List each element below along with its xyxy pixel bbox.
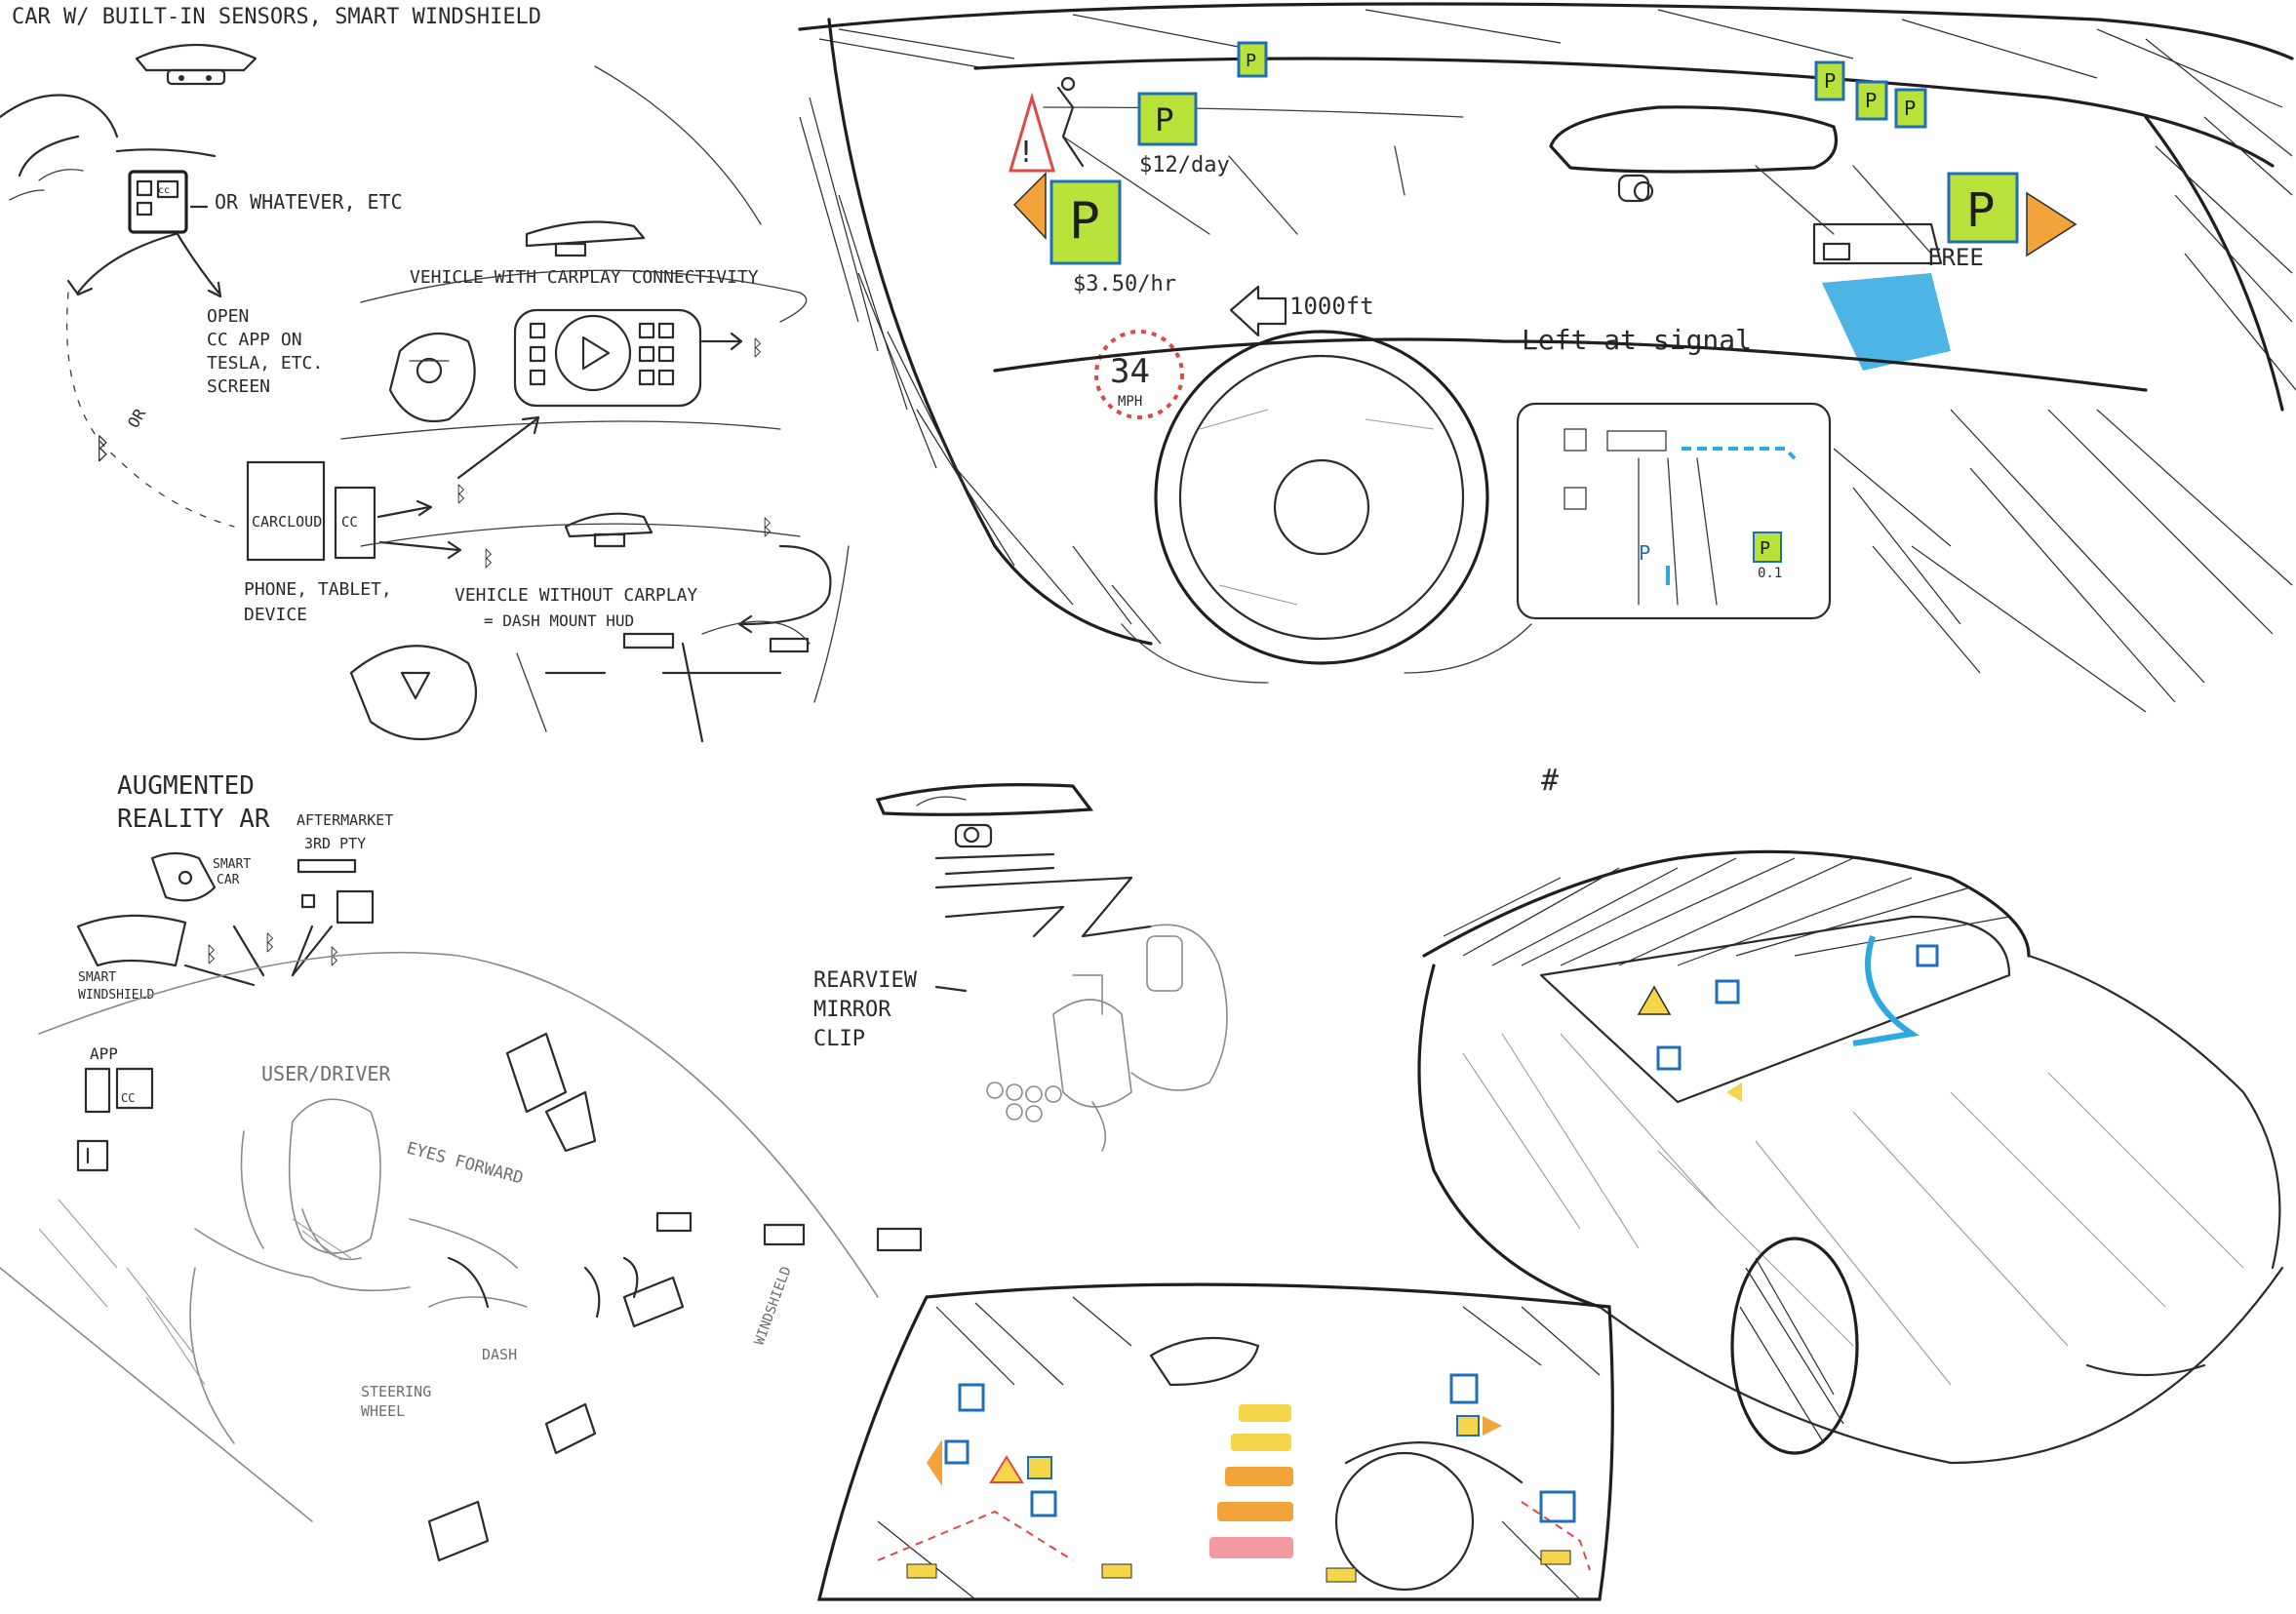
svg-text:SCREEN: SCREEN — [207, 376, 270, 397]
parking-sign-cluster: P P P — [1814, 60, 1927, 129]
svg-text:3RD PTY: 3RD PTY — [304, 835, 366, 852]
sensor-unit-sketch — [135, 43, 257, 86]
windshield-side-label: WINDSHIELD — [752, 1265, 795, 1348]
eyes-forward-label: EYES FORWARD — [405, 1139, 526, 1189]
open-app-note: OPEN CC APP ON TESLA, ETC. SCREEN — [207, 306, 323, 397]
turn-navigation: 1000ft Left at signal — [1229, 285, 1752, 356]
cc-box-label: CC — [341, 515, 358, 531]
svg-text:P: P — [1639, 541, 1650, 565]
hand-on-clip — [986, 924, 1228, 1152]
divider-arc-2 — [813, 545, 850, 703]
svg-text:ᛒ: ᛒ — [263, 931, 276, 956]
no-carplay-vehicle-sketch: ᛒ VEHICLE WITHOUT CARPLAY = DASH MOUNT H… — [349, 512, 832, 743]
warning-icon: ! — [1020, 136, 1032, 170]
ecosystem-diagram: CAR W/ BUILT-IN SENSORS, SMART WINDSHIEL… — [0, 5, 850, 743]
parking-rate-hour: $3.50/hr — [1073, 272, 1176, 296]
svg-text:P: P — [1760, 538, 1770, 559]
svg-text:CLIP: CLIP — [813, 1027, 865, 1051]
front-tire — [1730, 1237, 1859, 1455]
svg-text:ᛒ: ᛒ — [482, 547, 495, 571]
ar-windshield-sketch: ! P $12/day P P $3.50/hr P P P — [798, 2, 2296, 713]
dash-mount-label: = DASH MOUNT HUD — [484, 611, 634, 630]
carcloud-device-sketch: CARCLOUD CC PHONE, TABLET, DEVICE ᛒ — [244, 460, 495, 625]
or-label: OR — [124, 405, 149, 431]
carplay-vehicle-label: VEHICLE WITH CARPLAY CONNECTIVITY — [410, 267, 759, 288]
svg-text:P: P — [1824, 69, 1836, 93]
svg-text:ᛒ: ᛒ — [455, 483, 467, 507]
speed-unit: MPH — [1118, 394, 1142, 410]
turn-distance: 1000ft — [1289, 293, 1374, 320]
svg-text:CC APP ON: CC APP ON — [207, 330, 302, 350]
svg-text:REARVIEW: REARVIEW — [813, 968, 918, 993]
mirror-clip-sketch: REARVIEW MIRROR CLIP # — [813, 764, 1559, 1152]
svg-text:ᛒ: ᛒ — [328, 945, 340, 969]
app-label: APP — [90, 1044, 118, 1063]
svg-text:WINDSHIELD: WINDSHIELD — [78, 988, 154, 1003]
pedestrian-warning-sign: ! — [1008, 76, 1085, 173]
parking-free-label: FREE — [1927, 244, 1984, 271]
parking-sign-2: P — [1237, 41, 1268, 78]
svg-text:P: P — [1966, 183, 1995, 238]
dash-screen-sketch: cc OR WHATEVER, ETC — [128, 170, 403, 234]
svg-text:TESLA, ETC.: TESLA, ETC. — [207, 353, 323, 374]
speedometer: 34 MPH — [1094, 330, 1184, 419]
svg-text:WHEEL: WHEEL — [361, 1402, 405, 1420]
route-highlight — [1822, 273, 1951, 371]
nav-distance: 0.1 — [1758, 566, 1782, 581]
dash-screen-label: OR WHATEVER, ETC — [215, 190, 403, 214]
svg-text:STEERING: STEERING — [361, 1383, 431, 1400]
svg-text:OPEN: OPEN — [207, 306, 249, 327]
bluetooth-dashed-loop — [65, 292, 235, 528]
parking-sign-1: P $12/day — [1137, 92, 1230, 177]
hud-signs — [906, 1373, 1576, 1583]
no-carplay-label: VEHICLE WITHOUT CARPLAY — [455, 585, 697, 606]
steering-wheel-sketch — [0, 94, 217, 201]
ar-ecosystem-diagram: AUGMENTED REALITY AR AFTERMARKET 3RD PTY… — [0, 771, 923, 1562]
svg-text:CAR: CAR — [217, 873, 240, 887]
carcloud-box-label: CARCLOUD — [252, 513, 322, 531]
car-dashboard: P P 0.1 — [993, 330, 2148, 684]
svg-text:P: P — [1246, 51, 1256, 71]
ar-dashboard-sketch — [816, 1282, 1614, 1601]
user-driver-label: USER/DRIVER — [261, 1062, 391, 1085]
svg-text:MIRROR: MIRROR — [813, 998, 891, 1022]
driver-sketch: USER/DRIVER EYES FORWARD STEERING WHEEL … — [38, 1062, 795, 1444]
svg-text:AFTERMARKET: AFTERMARKET — [297, 811, 393, 829]
turn-left-arrow-icon — [1229, 285, 1287, 337]
svg-text:DEVICE: DEVICE — [244, 605, 307, 625]
svg-text:P: P — [1904, 97, 1916, 120]
svg-text:cc: cc — [158, 185, 170, 196]
parking-sign-3: P $3.50/hr — [1012, 172, 1176, 296]
svg-text:SMART: SMART — [213, 857, 251, 872]
svg-text:REALITY AR: REALITY AR — [117, 805, 270, 834]
svg-text:P: P — [1069, 192, 1099, 251]
floating-ar-boxes — [427, 1032, 923, 1562]
hud-bars — [877, 1404, 1591, 1571]
svg-text:ᛒ: ᛒ — [205, 943, 218, 967]
hash-mark: # — [1541, 764, 1559, 798]
svg-text:AUGMENTED: AUGMENTED — [117, 771, 255, 801]
dash-label: DASH — [482, 1346, 517, 1363]
carplay-vehicle-sketch: VEHICLE WITH CARPLAY CONNECTIVITY ᛒ — [340, 220, 808, 440]
speed-value: 34 — [1110, 352, 1150, 391]
turn-instruction: Left at signal — [1522, 324, 1752, 356]
svg-text:P: P — [1865, 89, 1877, 112]
svg-text:ᛒ: ᛒ — [761, 516, 773, 540]
svg-text:PHONE, TABLET,: PHONE, TABLET, — [244, 579, 392, 600]
parking-sign-free: P FREE — [1822, 172, 2078, 371]
svg-text:ᛒ: ᛒ — [751, 336, 764, 361]
bluetooth-icon: ᛒ — [94, 432, 111, 466]
rearview-mirror — [1549, 105, 1839, 174]
car-sensors-heading: CAR W/ BUILT-IN SENSORS, SMART WINDSHIEL… — [12, 5, 541, 29]
svg-text:P: P — [1155, 101, 1173, 138]
svg-text:SMART: SMART — [78, 970, 116, 985]
arrow-open-app — [176, 232, 220, 295]
car-exterior-sketch — [1417, 849, 2284, 1465]
svg-text:CC: CC — [121, 1091, 135, 1105]
divider-arc — [594, 65, 762, 225]
parking-rate-day: $12/day — [1139, 153, 1230, 177]
